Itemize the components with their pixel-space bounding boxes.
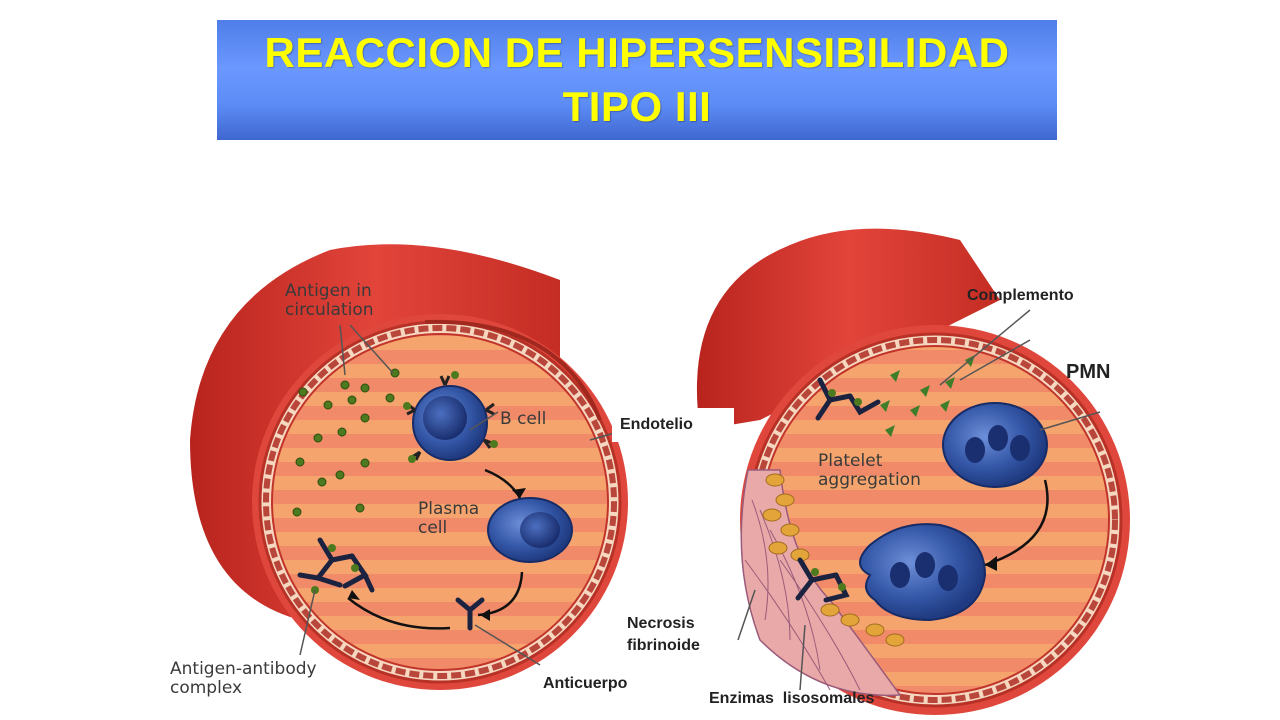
label-antigen-in-circulation: Antigen in circulation — [285, 281, 374, 320]
label-enzimas-lisosomales: Enzimas lisosomales — [709, 690, 875, 707]
label-complemento: Complemento — [967, 287, 1074, 304]
label-anticuerpo: Anticuerpo — [543, 675, 628, 692]
right-immune-complex — [795, 377, 881, 603]
b-cell — [403, 371, 498, 463]
label-fibrinoide: fibrinoide — [627, 637, 700, 654]
label-antigen-antibody-complex: Antigen-antibody complex — [170, 659, 317, 698]
pmn-cell-2 — [859, 523, 987, 622]
plasma-cell — [487, 497, 573, 563]
pmn-cell-1 — [942, 402, 1048, 488]
antibody — [455, 597, 485, 631]
label-b-cell: B cell — [500, 409, 547, 429]
label-plasma-cell: Plasma cell — [418, 499, 480, 538]
label-platelet-aggregation: Platelet aggregation — [818, 451, 921, 490]
platelet-aggregation — [762, 473, 905, 647]
label-pmn: PMN — [1066, 361, 1111, 383]
title-line-1: REACCION DE HIPERSENSIBILIDAD — [264, 29, 1010, 76]
immune-complex — [297, 537, 375, 593]
label-necrosis: Necrosis — [627, 615, 695, 632]
left-vessel — [190, 244, 628, 690]
title-banner: REACCION DE HIPERSENSIBILIDAD TIPO III — [217, 20, 1057, 140]
label-endotelio: Endotelio — [612, 408, 734, 442]
title-line-2: TIPO III — [562, 83, 712, 130]
antigen-particles — [292, 368, 400, 517]
